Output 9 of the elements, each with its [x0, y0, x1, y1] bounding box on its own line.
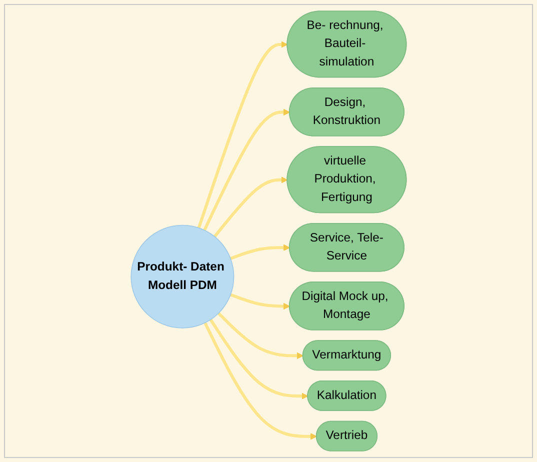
arrow [197, 41, 288, 228]
arrow [230, 244, 290, 260]
node-circle: Produkt- Daten Modell PDM [130, 224, 234, 328]
arrow [213, 176, 288, 238]
arrow [217, 312, 304, 360]
arrow [203, 322, 317, 440]
arrow [230, 293, 290, 310]
arrow [209, 318, 308, 400]
arrow [202, 108, 290, 231]
